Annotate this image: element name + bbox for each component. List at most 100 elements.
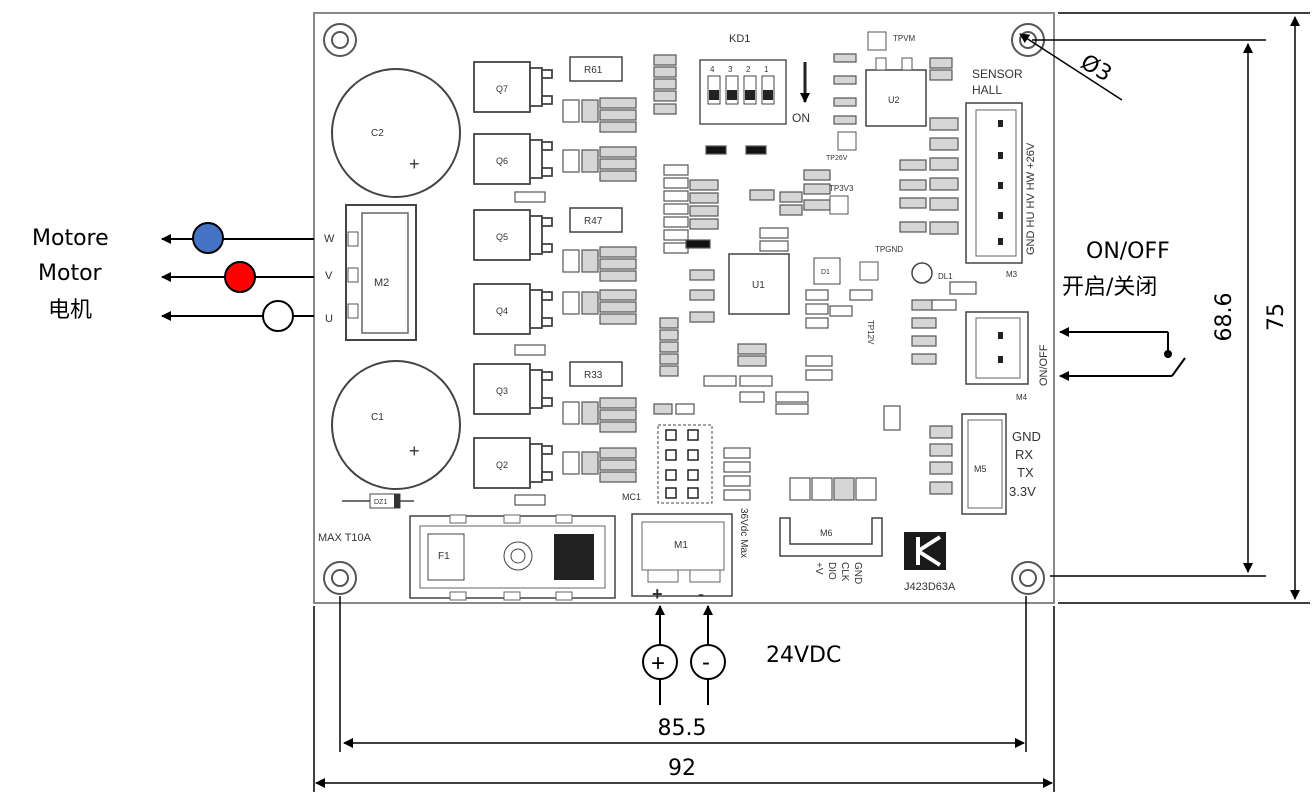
smd-components bbox=[514, 53, 977, 506]
smd-part bbox=[689, 218, 719, 230]
smd-part bbox=[599, 421, 637, 433]
smd-part bbox=[805, 355, 833, 367]
svg-text:GND: GND bbox=[1012, 429, 1041, 444]
led-dl1: DL1 bbox=[911, 262, 953, 284]
smd-part bbox=[599, 313, 637, 325]
smd-part bbox=[911, 317, 937, 329]
smd-part bbox=[599, 289, 637, 301]
motor-label-it: Motore bbox=[32, 226, 109, 251]
smd-part bbox=[911, 353, 937, 365]
svg-text:M5: M5 bbox=[974, 464, 987, 474]
smd-part bbox=[599, 258, 637, 270]
smd-part bbox=[929, 461, 953, 475]
smd-part bbox=[689, 311, 715, 323]
connector-m6: M6 GND CLK DIO +V bbox=[779, 517, 883, 584]
smd-part bbox=[599, 246, 637, 258]
capacitor-c1: C1 + bbox=[331, 360, 461, 490]
smd-part bbox=[739, 391, 765, 403]
smd-part bbox=[663, 216, 689, 228]
smd-part bbox=[599, 97, 637, 109]
mosfet-label: Q4 bbox=[496, 306, 508, 316]
smd-part bbox=[599, 170, 637, 182]
smd-part bbox=[581, 451, 599, 475]
svg-text:CLK: CLK bbox=[839, 562, 850, 582]
smd-part bbox=[653, 66, 677, 78]
resistor-r61: R61 bbox=[569, 56, 623, 82]
smd-part bbox=[789, 477, 811, 501]
smd-part bbox=[929, 177, 959, 191]
dim-height: 75 bbox=[1264, 303, 1289, 331]
mosfet-q2: Q2 bbox=[473, 437, 553, 489]
smd-pad bbox=[685, 239, 711, 249]
svg-text:+: + bbox=[409, 441, 420, 461]
smd-part bbox=[899, 197, 927, 209]
smd-part bbox=[749, 189, 775, 201]
dim-width: 92 bbox=[668, 756, 696, 781]
smd-part bbox=[855, 477, 877, 501]
svg-text:DL1: DL1 bbox=[938, 272, 953, 281]
smd-part bbox=[929, 221, 959, 235]
smd-part bbox=[929, 425, 953, 439]
cap-label: C1 bbox=[371, 412, 384, 423]
svg-text:MC1: MC1 bbox=[622, 492, 641, 502]
m3-pins-text: GND HU HV HW +26V bbox=[1025, 142, 1037, 255]
smd-part bbox=[949, 281, 977, 295]
smd-part bbox=[803, 199, 831, 211]
smd-part bbox=[663, 242, 689, 254]
svg-text:+V: +V bbox=[813, 562, 824, 575]
smd-part bbox=[899, 159, 927, 171]
smd-part bbox=[581, 149, 599, 173]
dimension-lines bbox=[313, 12, 1310, 792]
smd-part bbox=[599, 409, 637, 421]
svg-text:TP26V: TP26V bbox=[826, 155, 848, 162]
smd-part bbox=[599, 471, 637, 483]
smd-part bbox=[689, 289, 715, 301]
smd-part bbox=[659, 329, 679, 341]
mosfet-label: Q6 bbox=[496, 156, 508, 166]
smd-part bbox=[775, 403, 809, 415]
dim-hole-spacing-x: 85.5 bbox=[657, 716, 707, 741]
m2-pin-v: V bbox=[325, 270, 333, 282]
smd-part bbox=[663, 164, 689, 176]
smd-part bbox=[599, 301, 637, 313]
smd-part bbox=[929, 157, 959, 171]
power-minus-label: - bbox=[702, 649, 710, 676]
smd-part bbox=[929, 57, 953, 69]
mosfet-label: Q5 bbox=[496, 232, 508, 242]
smd-part bbox=[599, 109, 637, 121]
svg-text:ON/OFF: ON/OFF bbox=[1038, 344, 1050, 386]
motor-label-en: Motor bbox=[38, 261, 102, 286]
manufacturer-logo: J423D63A bbox=[901, 529, 956, 593]
smd-part bbox=[562, 249, 580, 273]
smd-part bbox=[514, 344, 546, 356]
mosfet-label: Q2 bbox=[496, 460, 508, 470]
svg-text:RX: RX bbox=[1015, 447, 1033, 462]
connector-m3-hall: SENSOR HALL GND HU HV HW +26V M3 bbox=[965, 67, 1037, 279]
svg-text:R61: R61 bbox=[584, 65, 603, 76]
smd-part bbox=[599, 459, 637, 471]
smd-part bbox=[581, 291, 599, 315]
mosfet-q6: Q6 bbox=[473, 133, 553, 185]
smd-part bbox=[653, 90, 677, 102]
smd-part bbox=[833, 75, 857, 85]
svg-text:M6: M6 bbox=[820, 528, 833, 538]
switch-label-en: ON/OFF bbox=[1086, 239, 1170, 264]
svg-text:J423D63A: J423D63A bbox=[904, 581, 956, 593]
svg-text:2: 2 bbox=[746, 65, 751, 74]
svg-text:36Vdc Max: 36Vdc Max bbox=[738, 508, 749, 558]
smd-part bbox=[663, 229, 689, 241]
smd-part bbox=[803, 169, 831, 181]
m2-pin-u: U bbox=[325, 313, 333, 325]
svg-text:U1: U1 bbox=[752, 280, 765, 291]
svg-text:TP3V3: TP3V3 bbox=[829, 184, 854, 193]
smd-part bbox=[833, 115, 857, 125]
smd-part bbox=[562, 401, 580, 425]
smd-part bbox=[929, 117, 959, 131]
svg-text:TPGND: TPGND bbox=[875, 245, 903, 254]
smd-part bbox=[929, 137, 959, 151]
smd-part bbox=[562, 291, 580, 315]
smd-part bbox=[779, 204, 803, 216]
svg-text:DIO: DIO bbox=[826, 562, 837, 580]
smd-part bbox=[805, 303, 829, 315]
